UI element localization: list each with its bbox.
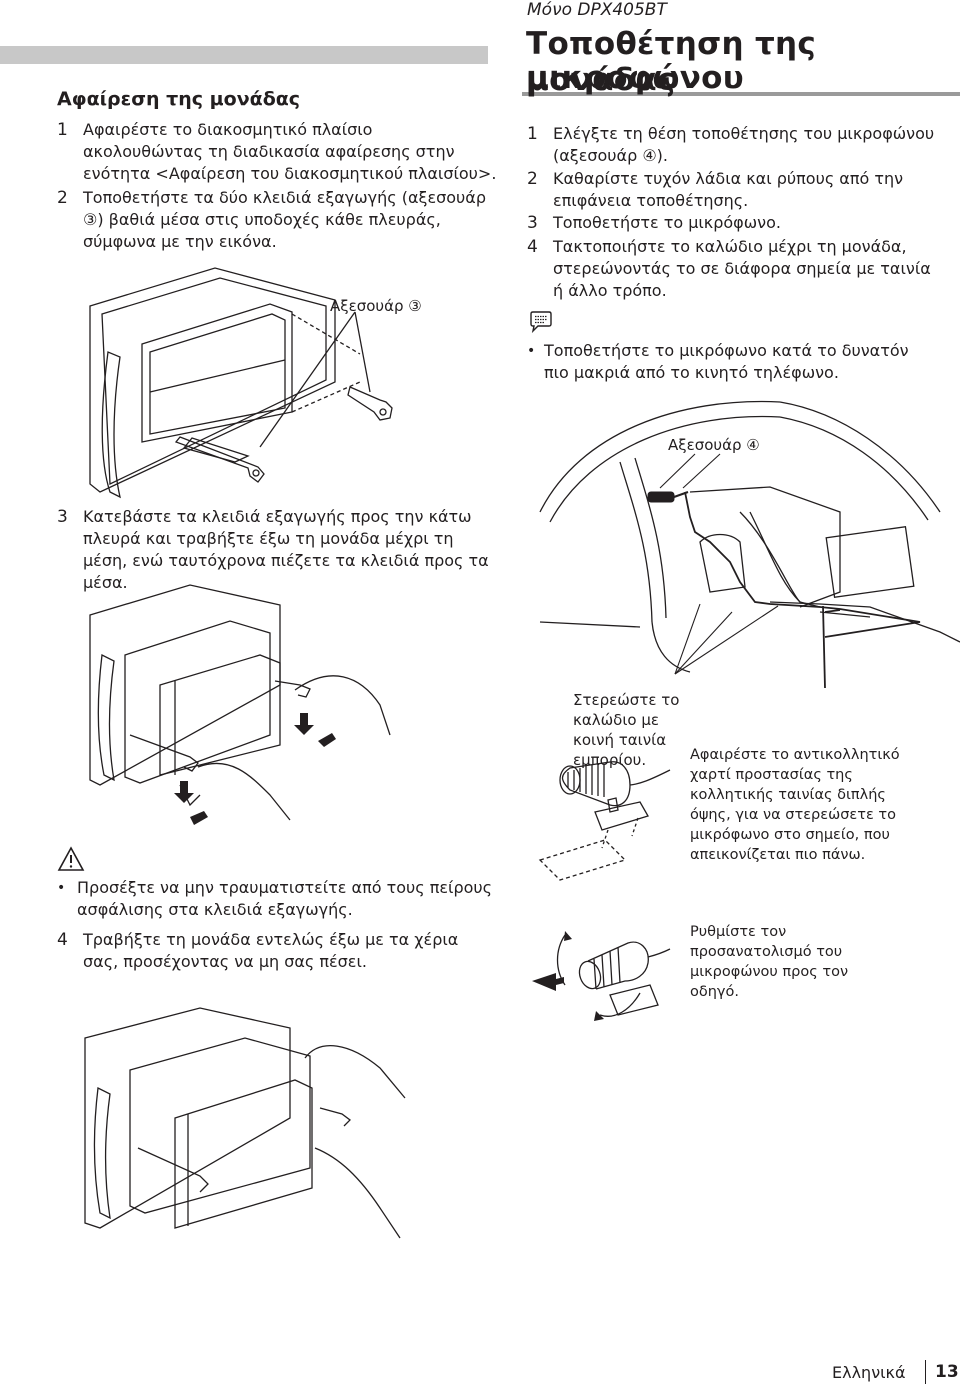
illustration-mic-tape [538, 761, 671, 881]
left-step-3-text: Κατεβάστε τα κλειδιά εξαγωγής προς την κ… [83, 507, 489, 592]
left-step-2-text: Τοποθετήστε τα δύο κλειδιά εξαγωγής (αξε… [83, 188, 487, 251]
right-step-4-text: Τακτοποιήστε το καλώδιο μέχρι τη μονάδα,… [553, 237, 931, 300]
left-step-4: 4 Τραβήξτε τη μονάδα εντελώς έξω με τα χ… [57, 929, 497, 973]
illustration-mic-orient [532, 931, 671, 1021]
left-step-4-number: 4 [57, 930, 68, 950]
footer-divider [925, 1360, 926, 1384]
footer-language: Ελληνικά [832, 1363, 906, 1382]
caution-bullet: • [57, 880, 66, 896]
left-step-1-text: Αφαιρέστε το διακοσμητικό πλαίσιο ακολου… [83, 120, 497, 183]
right-step-1-number: 1 [527, 124, 538, 144]
callout-peel-tape: Αφαιρέστε το αντικολλητικό χαρτί προστασ… [690, 747, 900, 863]
caution-text: Προσέξτε να μην τραυματιστείτε από τους … [77, 878, 493, 919]
illustration-insert-keys [89, 267, 393, 499]
right-header-bar [522, 92, 960, 96]
left-accessory-label: Αξεσουάρ ③ [330, 297, 422, 315]
right-step-4-number: 4 [527, 237, 538, 257]
speech-bubble-note-icon [530, 311, 552, 334]
right-heading-line-1: Τοποθέτηση της μονάδας [526, 26, 817, 98]
right-step-1-text: Ελέγξτε τη θέση τοποθέτησης του μικροφών… [553, 124, 935, 165]
right-step-3: 3 Τοποθετήστε το μικρόφωνο. [527, 212, 937, 234]
right-step-3-number: 3 [527, 213, 538, 233]
right-accessory-label: Αξεσουάρ ④ [668, 436, 760, 454]
right-step-2-number: 2 [527, 169, 538, 189]
callout-orient: Ρυθμίστε τον προσανατολισμό του μικροφών… [690, 924, 849, 1000]
right-step-2-text: Καθαρίστε τυχόν λάδια και ρύπους από την… [553, 169, 904, 210]
left-step-2: 2 Τοποθετήστε τα δύο κλειδιά εξαγωγής (α… [57, 187, 497, 253]
left-header-bar [0, 46, 488, 64]
left-heading: Αφαίρεση της μονάδας [57, 88, 301, 110]
page-number: 13 [935, 1362, 959, 1382]
note-bullet: • [527, 343, 536, 359]
model-note: Μόνο DPX405BT [527, 0, 667, 20]
right-step-1: 1 Ελέγξτε τη θέση τοποθέτησης του μικροφ… [527, 123, 937, 167]
illustration-pull-out [84, 1007, 406, 1239]
note-item: • Τοποθετήστε το μικρόφωνο κατά το δυνατ… [527, 340, 937, 384]
left-step-2-number: 2 [57, 188, 68, 208]
left-step-4-text: Τραβήξτε τη μονάδα εντελώς έξω με τα χέρ… [83, 930, 459, 971]
left-step-1: 1 Αφαιρέστε το διακοσμητικό πλαίσιο ακολ… [57, 119, 497, 185]
caution-item: • Προσέξτε να μην τραυματιστείτε από του… [57, 877, 497, 921]
illustration-dashboard [539, 400, 960, 689]
illustration-pull-halfway [89, 584, 391, 825]
right-heading-line-2: μικροφώνου [526, 60, 744, 96]
warning-triangle-icon [57, 846, 85, 871]
right-step-3-text: Τοποθετήστε το μικρόφωνο. [553, 213, 781, 232]
right-step-2: 2 Καθαρίστε τυχόν λάδια και ρύπους από τ… [527, 168, 937, 212]
note-text: Τοποθετήστε το μικρόφωνο κατά το δυνατόν… [544, 341, 909, 382]
left-step-3-number: 3 [57, 507, 68, 527]
left-step-1-number: 1 [57, 120, 68, 140]
right-step-4: 4 Τακτοποιήστε το καλώδιο μέχρι τη μονάδ… [527, 236, 937, 302]
left-step-3: 3 Κατεβάστε τα κλειδιά εξαγωγής προς την… [57, 506, 497, 594]
